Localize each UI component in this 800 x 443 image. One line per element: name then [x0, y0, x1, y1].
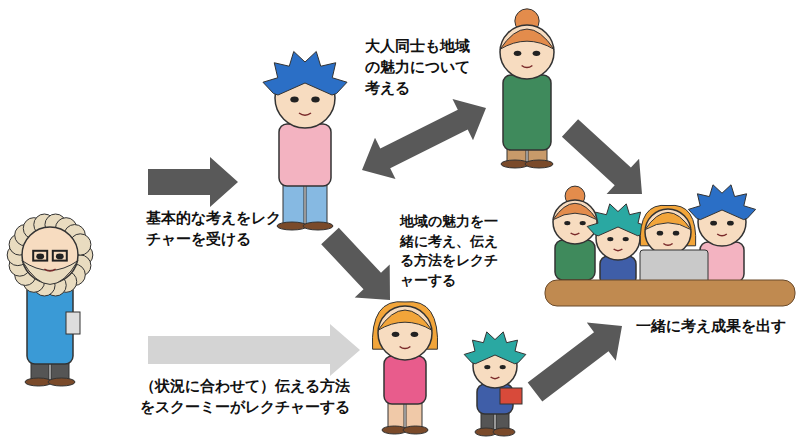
- character-figure: [372, 302, 437, 434]
- mouth: [663, 244, 672, 246]
- face: [553, 200, 597, 244]
- table: [545, 280, 795, 306]
- annotation-label: （状況に合わせて）伝える方法をスクーミーがレクチャーする: [140, 376, 352, 418]
- eye: [290, 97, 298, 103]
- eye: [533, 51, 541, 56]
- face: [378, 306, 432, 360]
- eye: [580, 221, 586, 225]
- character-figure: [553, 186, 597, 280]
- annotation-label: 大人同士も地域の魅力について考える: [365, 36, 471, 99]
- leg: [306, 184, 327, 224]
- eye: [657, 231, 663, 236]
- character-figure: [263, 51, 347, 230]
- block-arrow: [528, 323, 622, 402]
- mouth: [614, 249, 623, 251]
- eye: [607, 237, 613, 241]
- double-block-arrow: [362, 99, 486, 179]
- eye: [392, 332, 400, 337]
- eye: [411, 332, 419, 337]
- face: [645, 209, 691, 255]
- body: [555, 240, 595, 280]
- shoe: [403, 426, 428, 434]
- eye: [623, 237, 629, 241]
- shoe: [48, 378, 75, 386]
- annotation-label: 一緒に考え成果を出す: [636, 316, 794, 337]
- block-arrow: [562, 119, 642, 194]
- block-arrow: [321, 228, 390, 300]
- hair: [688, 185, 755, 220]
- hair-fringe: [378, 310, 432, 330]
- eye: [56, 254, 64, 260]
- mouth: [571, 233, 580, 235]
- shoe: [303, 222, 333, 230]
- eye: [514, 51, 522, 56]
- body: [384, 356, 426, 404]
- block-arrow: [148, 324, 360, 376]
- shoe: [525, 160, 553, 168]
- hair-fringe: [500, 29, 554, 49]
- hair: [464, 332, 526, 364]
- book: [500, 388, 522, 404]
- mouth: [400, 347, 411, 349]
- eye: [36, 254, 44, 260]
- hair: [587, 204, 649, 236]
- mouth: [44, 269, 55, 271]
- annotation-label: 基本的な考えをレクチャーを受ける: [146, 208, 286, 250]
- curly-hair: [7, 214, 93, 296]
- eye: [500, 365, 506, 369]
- eye: [484, 365, 490, 369]
- mouth: [299, 113, 311, 115]
- face: [500, 25, 554, 79]
- eye: [311, 97, 319, 103]
- block-arrow: [148, 157, 238, 207]
- mouth: [522, 66, 533, 68]
- body: [503, 75, 551, 150]
- body: [279, 124, 331, 186]
- glasses: [33, 251, 47, 261]
- annotation-label: 地域の魅力を一緒に考え、伝える方法をレクチャーする: [400, 212, 500, 290]
- hair-fringe: [645, 212, 691, 229]
- clipboard: [66, 312, 80, 334]
- hair: [263, 51, 347, 95]
- beard: [22, 261, 78, 285]
- mouth: [717, 234, 727, 236]
- glasses: [53, 251, 67, 261]
- eye: [673, 231, 679, 236]
- shoe: [493, 428, 515, 436]
- eye: [564, 221, 570, 225]
- mouth: [491, 377, 500, 379]
- leg: [283, 184, 304, 224]
- eye: [727, 221, 734, 226]
- hair-fringe: [553, 203, 597, 220]
- leg: [388, 402, 404, 428]
- leg: [406, 402, 422, 428]
- character-figure: [464, 332, 526, 436]
- character-figure: [500, 9, 554, 168]
- character-figure: [7, 214, 93, 386]
- eye: [710, 221, 717, 226]
